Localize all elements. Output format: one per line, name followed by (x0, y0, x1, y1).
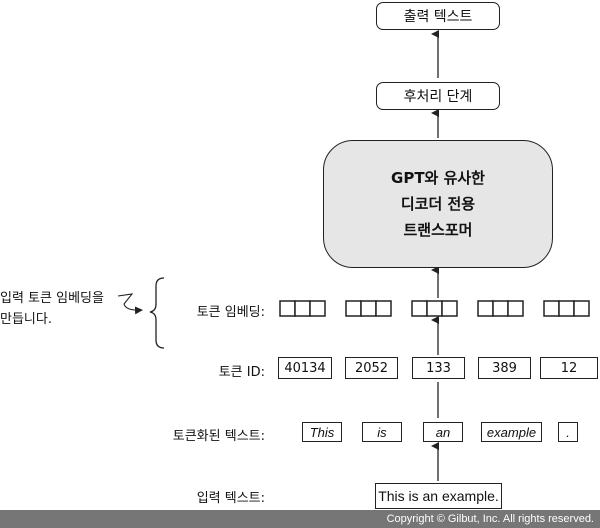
token-id: 2052 (354, 360, 389, 376)
token: is (377, 424, 387, 440)
token-id: 389 (492, 360, 517, 376)
output-text-label: 출력 텍스트 (403, 9, 473, 25)
token: an (435, 424, 451, 440)
input-text: This is an example. (378, 488, 499, 504)
token-id: 40134 (284, 360, 326, 376)
annotation: 입력 토큰 임베딩을 만듭니다. (0, 288, 104, 330)
embedding-cell (345, 300, 362, 317)
token-box: . (558, 422, 578, 442)
embedding-cell (543, 300, 560, 317)
token-id-box: 40134 (278, 357, 332, 379)
embedding-cell (309, 300, 326, 317)
token-box: an (423, 422, 463, 442)
annotation-line-2: 만듭니다. (0, 312, 52, 327)
token: This (309, 424, 335, 440)
token-id-label: 토큰 ID: (218, 365, 265, 380)
embedding-cell (375, 300, 392, 317)
embedding-cell (279, 300, 296, 317)
token-id-box: 133 (412, 357, 465, 379)
annotation-line-1: 입력 토큰 임베딩을 (0, 291, 104, 306)
footer-copyright: Copyright © Gilbut, Inc. All rights rese… (0, 510, 600, 528)
curly-brace (149, 277, 165, 349)
embedding-vectors (279, 300, 590, 317)
transformer-line-1: GPT와 유사한 (391, 169, 485, 187)
embedding-cell (507, 300, 524, 317)
token-id: 12 (560, 360, 578, 376)
token-box: is (362, 422, 402, 442)
token-box: This (302, 422, 342, 442)
token: . (566, 424, 570, 440)
embedding-cell (477, 300, 494, 317)
input-text-box: This is an example. (375, 483, 502, 509)
embedding-cell (441, 300, 458, 317)
tokenized-label: 토큰화된 텍스트: (172, 429, 265, 444)
postprocess-label: 후처리 단계 (403, 89, 473, 105)
token: example (486, 424, 537, 440)
transformer-line-2: 디코더 전용 (400, 195, 476, 213)
embedding-cell (360, 300, 377, 317)
input-label: 입력 텍스트: (196, 491, 265, 506)
embedding-cell (294, 300, 311, 317)
token-id-box: 389 (478, 357, 531, 379)
transformer-line-3: 트랜스포머 (403, 221, 473, 239)
postprocess-box: 후처리 단계 (376, 82, 500, 110)
embedding-cell (426, 300, 443, 317)
token-id-box: 12 (540, 357, 598, 379)
squiggle-arrow (117, 293, 143, 315)
output-text-box: 출력 텍스트 (376, 2, 500, 30)
embedding-cell (411, 300, 428, 317)
embedding-cell (492, 300, 509, 317)
embedding-cell (558, 300, 575, 317)
token-id-box: 2052 (345, 357, 398, 379)
embedding-cell (573, 300, 590, 317)
token-id: 133 (426, 360, 451, 376)
embedding-label: 토큰 임베딩: (196, 305, 265, 320)
transformer-box: GPT와 유사한 디코더 전용 트랜스포머 (323, 140, 553, 268)
token-box: example (481, 422, 542, 442)
